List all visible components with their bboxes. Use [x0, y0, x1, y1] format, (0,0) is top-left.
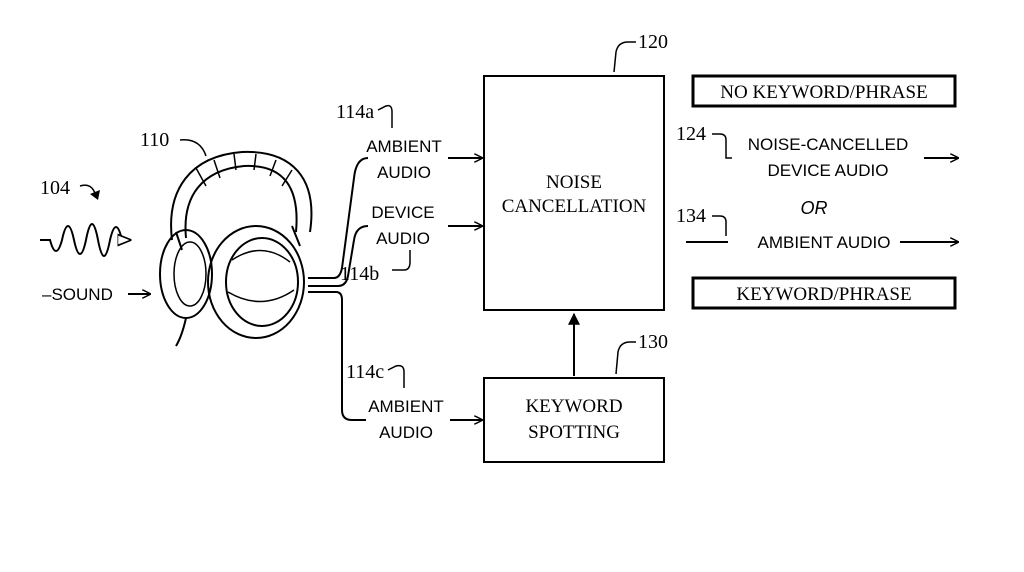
ref-114b: 114b [340, 263, 379, 285]
ambient-output-label: AMBIENT AUDIO [758, 233, 891, 252]
ref-104-arrowhead [90, 190, 100, 200]
ref-114a-leader [377, 104, 393, 128]
input-ambient-114c: 114c AMBIENT AUDIO [346, 361, 482, 442]
keyword-spotting-line1: KEYWORD [525, 396, 622, 417]
device-line2: AUDIO [376, 229, 430, 248]
noise-cancellation-box [483, 75, 665, 311]
or-label: OR [801, 198, 828, 218]
headphones: 110 [140, 129, 313, 347]
keyword-box: KEYWORD/PHRASE [691, 276, 957, 310]
branch-connectors [308, 157, 369, 421]
ambient-c-line1: AMBIENT [368, 397, 444, 416]
ambient-c-line2: AUDIO [379, 423, 433, 442]
ref-114c-leader [387, 364, 405, 388]
ref-124: 124 [676, 123, 706, 145]
output-124: 124 NOISE-CANCELLED DEVICE AUDIO [676, 123, 958, 180]
ref-114b-leader [392, 250, 411, 271]
sound-source: 104 –SOUND [40, 177, 150, 304]
ref-130-leader [615, 341, 636, 375]
noise-cancellation-block: NOISE CANCELLATION 120 [483, 31, 668, 311]
input-ambient-114a: 114a AMBIENT AUDIO [336, 101, 482, 182]
ref-120: 120 [638, 31, 668, 53]
ref-134: 134 [676, 205, 706, 227]
input-device-114b: DEVICE AUDIO 114b [340, 203, 482, 285]
ref-134-leader [712, 215, 727, 236]
sound-wave-icon [40, 223, 130, 257]
headphones-icon [159, 150, 313, 347]
ref-124-leader [712, 133, 732, 159]
device-line1: DEVICE [371, 203, 434, 222]
keyword-spotting-block: KEYWORD SPOTTING 130 [483, 312, 668, 463]
ambient-a-line2: AUDIO [377, 163, 431, 182]
branch-114b [308, 225, 369, 287]
ref-110-leader [179, 139, 207, 157]
ref-120-leader [613, 41, 636, 73]
keyword-label: KEYWORD/PHRASE [736, 284, 911, 305]
ref-110: 110 [140, 129, 169, 151]
nc-device-audio-line2: DEVICE AUDIO [768, 161, 889, 180]
keyword-spotting-line2: SPOTTING [528, 422, 620, 443]
branch-114c [308, 291, 366, 421]
no-keyword-label: NO KEYWORD/PHRASE [720, 82, 927, 103]
ref-114c: 114c [346, 361, 384, 383]
ambient-a-line1: AMBIENT [366, 137, 442, 156]
ref-130: 130 [638, 331, 668, 353]
output-134: 134 AMBIENT AUDIO [676, 205, 958, 252]
noise-cancellation-line1: NOISE [546, 172, 602, 193]
nc-device-audio-line1: NOISE-CANCELLED [748, 135, 909, 154]
sound-label: –SOUND [42, 285, 113, 304]
ref-104: 104 [40, 177, 70, 199]
no-keyword-box: NO KEYWORD/PHRASE [691, 74, 957, 108]
ref-114a: 114a [336, 101, 374, 123]
noise-cancellation-line2: CANCELLATION [502, 196, 647, 217]
branch-114a [308, 157, 369, 279]
keyword-spotting-box [483, 377, 665, 463]
